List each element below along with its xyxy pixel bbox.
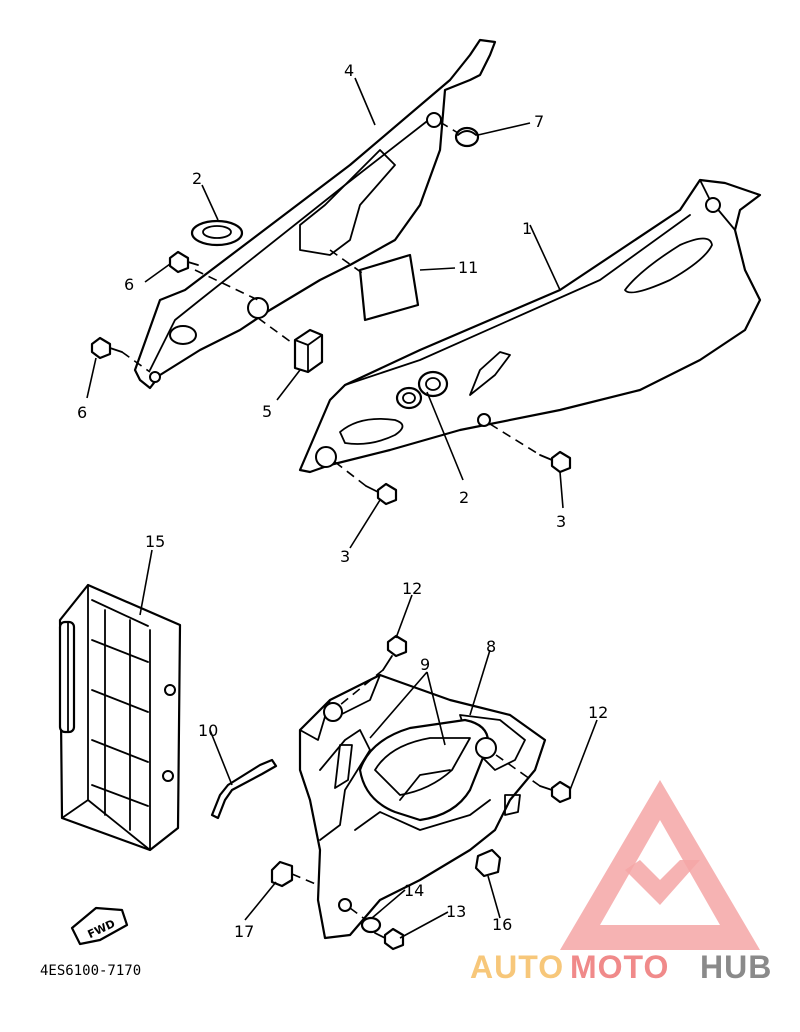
- side-cover-bracket: [133, 38, 497, 390]
- callout-numbers: 4 2 7 6 6 5 11 1 2 3 3 15 12 9 8 12 10 1…: [77, 61, 608, 941]
- clip-16: [474, 794, 521, 878]
- callout-12-upper: 12: [402, 579, 422, 598]
- fwd-arrow-icon: FWD: [70, 906, 129, 946]
- cap-7: [454, 126, 480, 148]
- bolt-3-left: [365, 482, 398, 506]
- rod-10: [210, 758, 278, 820]
- grommet-cover: [395, 370, 449, 410]
- callout-7: 7: [534, 112, 544, 131]
- callout-2-cover: 2: [459, 488, 469, 507]
- callout-9: 9: [420, 655, 430, 674]
- callout-13: 13: [446, 902, 466, 921]
- watermark-hub: HUB: [700, 949, 772, 985]
- radiator-guard: [58, 583, 182, 852]
- bolt-6-upper: [168, 250, 199, 274]
- callout-8: 8: [486, 637, 496, 656]
- callout-17: 17: [234, 922, 254, 941]
- callout-5: 5: [262, 402, 272, 421]
- bolt-3-right: [539, 450, 572, 474]
- callout-3-left: 3: [340, 547, 350, 566]
- damper-5: [293, 328, 324, 374]
- diagram-code: 4ES6100-7170: [40, 963, 141, 979]
- bolt-12-lower: [539, 780, 572, 804]
- callout-10: 10: [198, 721, 218, 740]
- callout-15: 15: [145, 532, 165, 551]
- lower-shroud: [298, 673, 547, 940]
- watermark-moto: MOTO: [570, 949, 669, 985]
- callout-2-top: 2: [192, 169, 202, 188]
- watermark-logo-icon: [560, 780, 760, 950]
- callout-16: 16: [492, 915, 512, 934]
- nut-17: [270, 860, 319, 888]
- label-sheet-11: [358, 253, 420, 322]
- bolt-13: [374, 927, 405, 951]
- callout-4: 4: [344, 61, 354, 80]
- callout-11: 11: [458, 258, 478, 277]
- callout-6-upper: 6: [124, 275, 134, 294]
- callout-12-lower: 12: [588, 703, 608, 722]
- watermark-auto: AUTO: [470, 949, 564, 985]
- washer-14: [360, 916, 382, 934]
- callout-1: 1: [522, 219, 532, 238]
- leader-lines: [86, 77, 598, 939]
- bolt-6-lower: [90, 336, 123, 360]
- bolt-12-upper: [382, 634, 408, 671]
- callout-14: 14: [404, 881, 424, 900]
- callout-3-right: 3: [556, 512, 566, 531]
- grommet-top: [190, 219, 244, 247]
- watermark-text: AUTO MOTO HUB: [470, 949, 772, 985]
- callout-6-lower: 6: [77, 403, 87, 422]
